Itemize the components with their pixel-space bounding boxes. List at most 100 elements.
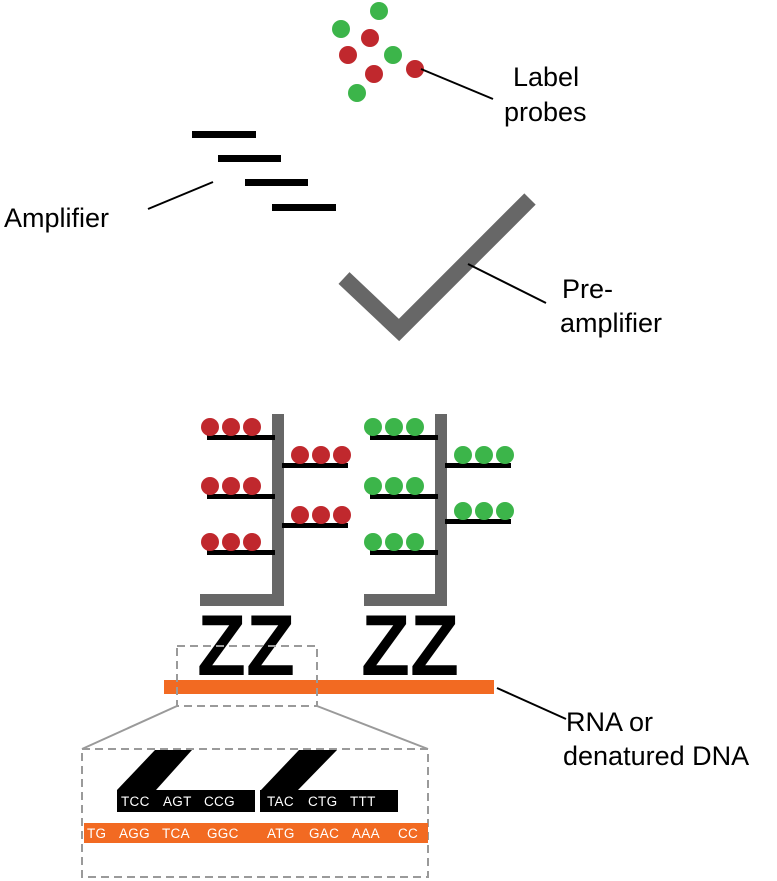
zoom-connector-left <box>81 705 178 750</box>
target-leader-line <box>496 687 567 720</box>
zoomed-z-probes: TCC AGT CCG TAC CTG TTT <box>117 750 398 812</box>
red-label-probe <box>333 446 351 464</box>
red-label-probe <box>291 446 309 464</box>
green-label-probe <box>496 502 514 520</box>
bound-red-label-probes <box>201 418 351 551</box>
amplifier-label: Amplifier <box>4 203 109 233</box>
red-label-probe <box>333 506 351 524</box>
codon-text: CCG <box>204 794 235 809</box>
preamplifier-branch <box>364 414 447 606</box>
codon-text: TCC <box>121 794 150 809</box>
zoom-detail-box <box>81 748 429 878</box>
preamplifier-leader-line <box>467 263 547 304</box>
green-label-probe <box>406 533 424 551</box>
red-label-probe <box>222 533 240 551</box>
codon-text: ATG <box>267 826 295 841</box>
amplifier-arm <box>207 494 275 499</box>
target-label-line2: denatured DNA <box>563 741 749 771</box>
zoom-source-box <box>176 645 318 707</box>
red-label-probe <box>406 60 424 78</box>
amplifier-arm <box>370 435 438 440</box>
red-label-probe <box>201 477 219 495</box>
codon-text: CTG <box>308 794 337 809</box>
preamplifier-branch <box>200 414 284 606</box>
green-label-probe <box>364 477 382 495</box>
codon-text: TTT <box>350 794 376 809</box>
amplifier-arm <box>282 463 348 468</box>
probe-2-sequence: TAC CTG TTT <box>267 794 376 809</box>
free-label-probes <box>332 2 424 102</box>
green-label-probe <box>475 446 493 464</box>
red-label-probe <box>201 418 219 436</box>
amplifier-arm <box>282 523 348 528</box>
bound-green-label-probes <box>364 418 514 551</box>
codon-text: GAC <box>309 826 339 841</box>
green-label-probe <box>385 418 403 436</box>
red-label-probe <box>365 65 383 83</box>
codon-text: AAA <box>352 826 380 841</box>
label-probes-label-line2: probes <box>504 97 587 127</box>
signal-tree-red <box>200 414 351 606</box>
green-label-probe <box>364 418 382 436</box>
green-label-probe <box>475 502 493 520</box>
label-probes-label-line1: Label <box>513 62 579 92</box>
red-label-probe <box>339 46 357 64</box>
z-probe-binding-strip <box>260 790 398 812</box>
amplifier-segment <box>272 204 336 211</box>
amplifier-segment <box>192 131 256 138</box>
amplifier-leader-line <box>147 181 214 210</box>
green-label-probe <box>364 533 382 551</box>
red-label-probe <box>243 477 261 495</box>
amplifier-arm <box>445 463 511 468</box>
red-label-probe <box>243 533 261 551</box>
codon-text: AGT <box>163 794 192 809</box>
green-label-probe <box>384 46 402 64</box>
green-label-probe <box>454 502 472 520</box>
probe-1-sequence: TCC AGT CCG <box>121 794 235 809</box>
green-label-probe <box>454 446 472 464</box>
green-label-probe <box>385 477 403 495</box>
codon-text: GGC <box>207 826 239 841</box>
green-label-probe <box>406 418 424 436</box>
green-label-probe <box>406 477 424 495</box>
amplifier-arm <box>370 494 438 499</box>
target-label-line1: RNA or <box>566 707 653 737</box>
codon-text: TG <box>87 826 106 841</box>
amplifier-segment <box>218 155 281 162</box>
red-label-probe <box>312 446 330 464</box>
zoom-callout <box>81 645 429 878</box>
amplifier-arm <box>445 519 511 524</box>
green-label-probe <box>370 2 388 20</box>
z-probe-shape <box>117 750 192 790</box>
codon-text: CC <box>398 826 418 841</box>
z-probe-shape <box>261 750 337 790</box>
red-label-probe <box>243 418 261 436</box>
codon-text: TAC <box>267 794 294 809</box>
preamplifier-label-line2: amplifier <box>560 308 662 338</box>
green-label-probe <box>385 533 403 551</box>
red-label-probe <box>361 29 379 47</box>
zz-probe-pair-2: ZZ <box>361 598 459 694</box>
zoomed-target-strand <box>84 823 428 843</box>
red-label-probe <box>222 477 240 495</box>
red-label-probe <box>222 418 240 436</box>
green-label-probe <box>496 446 514 464</box>
target-strand <box>164 680 494 694</box>
codon-text: AGG <box>119 826 150 841</box>
free-preamplifier <box>338 193 536 342</box>
zoom-connector-right <box>316 705 429 750</box>
codon-text: TCA <box>162 826 190 841</box>
green-label-probe <box>332 20 350 38</box>
label-probes-leader-line <box>420 68 494 100</box>
signal-tree-green <box>364 414 514 606</box>
target-sequence: TG AGG TCA GGC ATG GAC AAA CC <box>87 826 418 841</box>
red-label-probe <box>291 506 309 524</box>
free-amplifier <box>192 131 336 211</box>
amplifier-arm <box>207 435 275 440</box>
preamplifier-label-line1: Pre- <box>562 274 613 304</box>
red-label-probe <box>201 533 219 551</box>
z-probe-binding-strip <box>117 790 255 812</box>
amplifier-arm <box>207 550 275 555</box>
